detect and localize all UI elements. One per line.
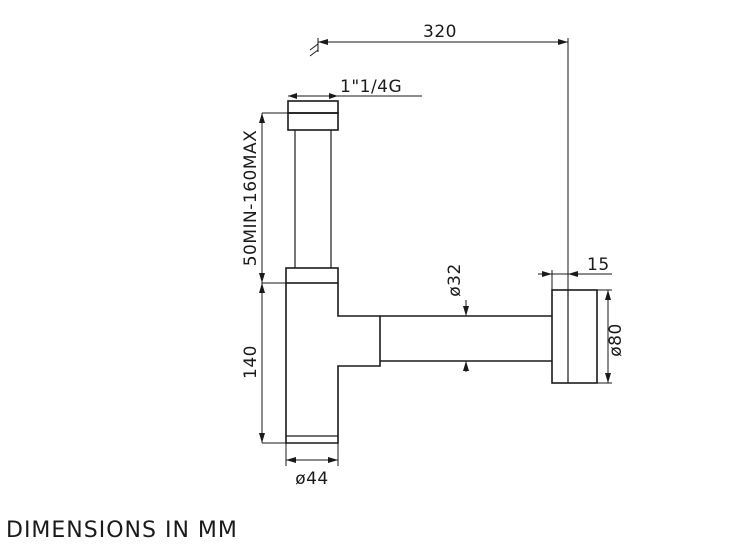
dimension-flange-diameter: ø80 (597, 289, 626, 384)
dimension-140: 140 (241, 282, 286, 444)
height-adjust-label: 50MIN-160MAX (241, 130, 261, 267)
dimension-thread: 1"1/4G (288, 77, 422, 99)
dimension-320-label: 320 (423, 22, 457, 42)
dimensions-caption: DIMENSIONS IN MM (6, 518, 238, 543)
dimension-body-diameter: ø44 (285, 443, 339, 489)
dimension-outlet-diameter: ø32 (445, 263, 469, 372)
wall-flange (551, 289, 598, 384)
siphon-body (285, 267, 381, 444)
dimension-320: 320 (309, 22, 569, 290)
flange-thickness-label: 15 (587, 255, 610, 275)
thread-label: 1"1/4G (340, 77, 402, 97)
standpipe (287, 100, 339, 268)
body-diameter-label: ø44 (295, 469, 329, 489)
dimension-15: 15 (538, 255, 612, 290)
outlet-diameter-label: ø32 (445, 263, 465, 297)
outlet-tube (380, 315, 552, 362)
flange-diameter-label: ø80 (606, 323, 626, 357)
dimension-height-adjust: 50MIN-160MAX (241, 112, 288, 283)
body-height-label: 140 (241, 345, 261, 379)
